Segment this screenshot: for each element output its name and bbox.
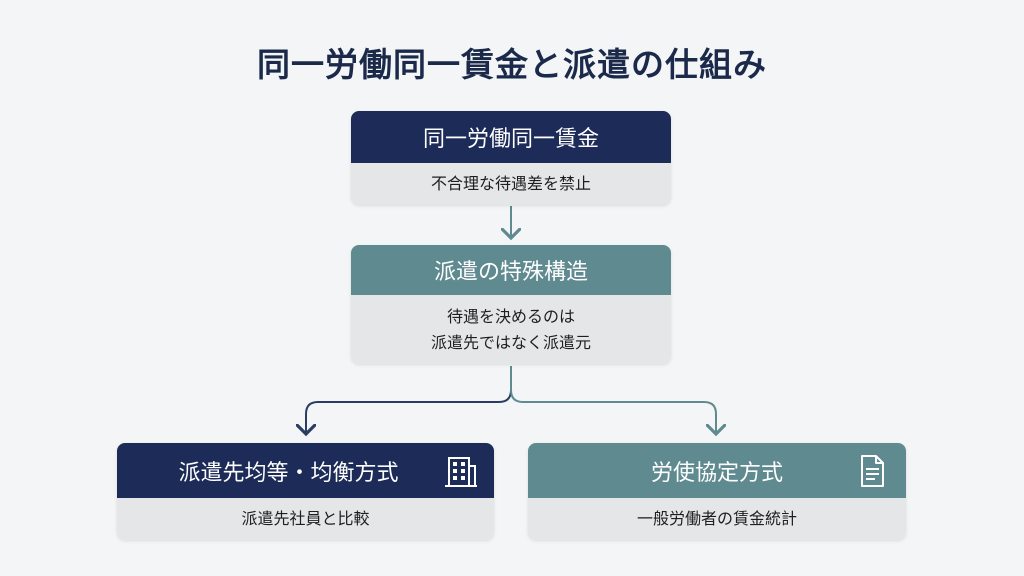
- node-labor-agreement-method-body: 一般労働者の賃金統計: [528, 498, 906, 540]
- node-labor-agreement-method-heading: 労使協定方式: [650, 460, 783, 486]
- node-equal-balanced-method-heading: 派遣先均等・均衡方式: [178, 460, 399, 486]
- node-dispatch-structure-body: 待遇を決めるのは 派遣先ではなく派遣元: [351, 295, 671, 364]
- node-equal-pay: 同一労働同一賃金 不合理な待遇差を禁止: [351, 111, 671, 205]
- node-equal-balanced-method: 派遣先均等・均衡方式 派遣先社員と比較: [117, 443, 494, 540]
- arrow-to-right: [510, 389, 716, 434]
- document-icon: [861, 454, 884, 487]
- node-dispatch-structure-heading: 派遣の特殊構造: [351, 245, 671, 295]
- arrow-to-left: [306, 389, 512, 434]
- node-equal-pay-heading: 同一労働同一賃金: [351, 111, 671, 163]
- page-title: 同一労働同一賃金と派遣の仕組み: [257, 45, 767, 84]
- node-labor-agreement-method-header: 労使協定方式: [528, 443, 906, 498]
- node-labor-agreement-method: 労使協定方式 一般労働者の賃金統計: [528, 443, 906, 540]
- node-equal-balanced-method-header: 派遣先均等・均衡方式: [117, 443, 494, 498]
- node-equal-balanced-method-body: 派遣先社員と比較: [117, 498, 494, 540]
- node-dispatch-structure: 派遣の特殊構造 待遇を決めるのは 派遣先ではなく派遣元: [351, 245, 671, 364]
- node-dispatch-structure-body-line2: 派遣先ではなく派遣元: [430, 332, 591, 352]
- building-icon: [445, 456, 477, 487]
- node-dispatch-structure-body-line1: 待遇を決めるのは: [446, 306, 575, 326]
- node-equal-pay-body: 不合理な待遇差を禁止: [351, 163, 671, 205]
